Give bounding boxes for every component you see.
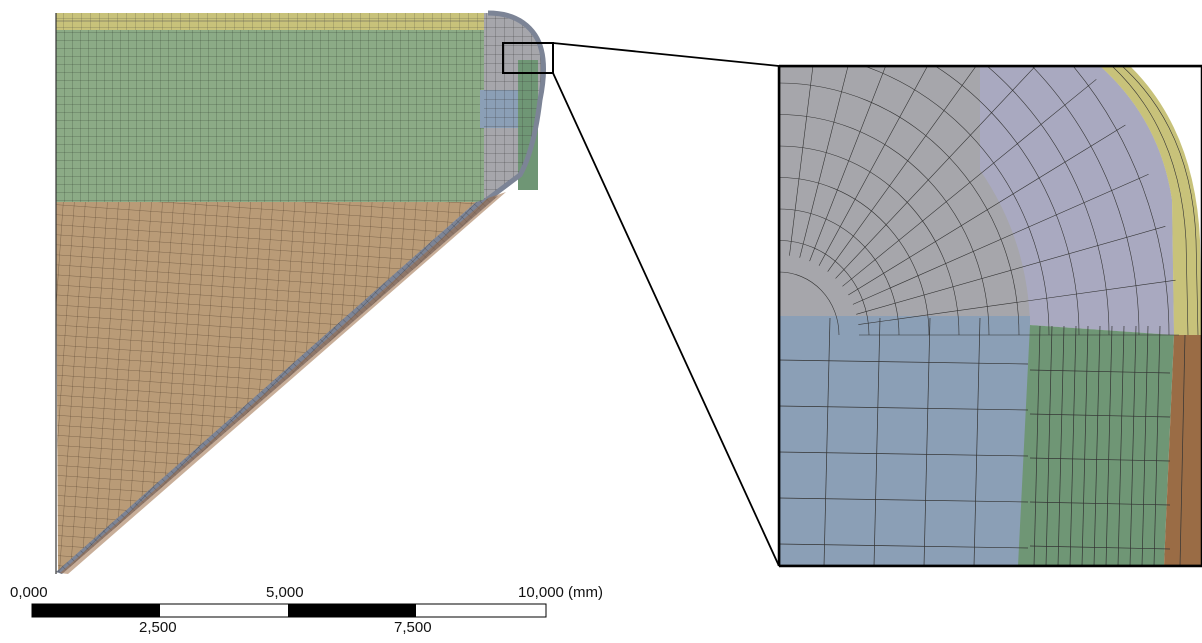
mesh-line xyxy=(779,543,1029,549)
main-mesh xyxy=(55,10,554,574)
mesh-line xyxy=(973,317,981,566)
mesh-line xyxy=(1029,545,1171,550)
mesh-curve xyxy=(1111,66,1189,336)
scale-bar xyxy=(31,603,547,618)
mesh-curve xyxy=(779,145,960,336)
mesh-curve xyxy=(1121,66,1199,336)
mesh-line xyxy=(1029,369,1171,374)
zoom-inset xyxy=(779,66,1202,566)
mesh-line xyxy=(1057,325,1065,566)
mesh-curve xyxy=(779,177,930,336)
mesh-line xyxy=(779,405,1029,411)
yellow-top-band xyxy=(56,13,488,30)
mesh-line xyxy=(848,124,1126,296)
mesh-line xyxy=(809,66,886,262)
diagonal-boundary-band xyxy=(56,192,506,574)
mesh-curve xyxy=(779,271,840,336)
mesh-line xyxy=(1081,325,1089,566)
mesh-line xyxy=(789,66,814,256)
scale-label-5000: 5,000 xyxy=(266,584,304,601)
scale-label-7500: 7,500 xyxy=(394,619,432,636)
mesh-line xyxy=(779,451,1029,457)
inset-green-region xyxy=(1018,325,1174,566)
mesh-curve xyxy=(779,208,900,336)
scale-segment-1 xyxy=(32,604,160,617)
scale-label-2500: 2,500 xyxy=(139,619,177,636)
inset-blue-region xyxy=(779,316,1030,566)
mesh-curve xyxy=(934,66,1080,336)
mesh-curve xyxy=(863,66,1050,336)
corner-region xyxy=(474,10,546,210)
green-mesh-region xyxy=(56,30,484,202)
mesh-line xyxy=(1069,325,1077,566)
mesh-line xyxy=(1033,325,1041,566)
mesh-line xyxy=(1179,334,1186,566)
mesh-line xyxy=(1045,325,1053,566)
mesh-line xyxy=(923,317,931,566)
mesh-line xyxy=(1105,325,1113,566)
mesh-line xyxy=(858,279,1176,325)
mesh-line xyxy=(1029,457,1171,462)
mesh-line xyxy=(873,317,881,566)
scale-label-10000: 10,000 (mm) xyxy=(518,584,604,601)
mesh-line xyxy=(823,317,831,566)
mesh-line xyxy=(852,173,1149,305)
mesh-line xyxy=(779,497,1029,503)
callout-source-box xyxy=(502,42,554,74)
inset-brown-band xyxy=(1164,335,1202,566)
mesh-line xyxy=(1129,325,1137,566)
mesh-curve xyxy=(986,66,1110,336)
scale-segment-3 xyxy=(288,604,416,617)
mesh-line xyxy=(1117,325,1125,566)
mesh-line xyxy=(818,66,928,266)
mesh-line xyxy=(835,66,1036,279)
mesh-line xyxy=(1093,325,1101,566)
mesh-curve xyxy=(779,114,990,336)
mesh-line xyxy=(856,226,1166,315)
mesh-line xyxy=(1141,325,1149,566)
mesh-line xyxy=(1029,501,1171,506)
mesh-curve xyxy=(779,240,870,336)
mesh-curve xyxy=(1072,66,1170,336)
mesh-line xyxy=(827,66,977,272)
mesh-curve xyxy=(779,82,1020,336)
mesh-line xyxy=(1029,413,1171,418)
mesh-line xyxy=(1153,325,1161,566)
mesh-line xyxy=(842,79,1097,287)
mesh-line xyxy=(799,66,849,258)
mesh-line xyxy=(779,359,1029,365)
callout-lines xyxy=(552,42,780,567)
inset-lavender-region xyxy=(980,66,1174,335)
inset-yellow-band xyxy=(1100,66,1202,335)
scale-label-0: 0,000 xyxy=(10,584,48,601)
inset-mesh-lines xyxy=(779,66,1199,566)
